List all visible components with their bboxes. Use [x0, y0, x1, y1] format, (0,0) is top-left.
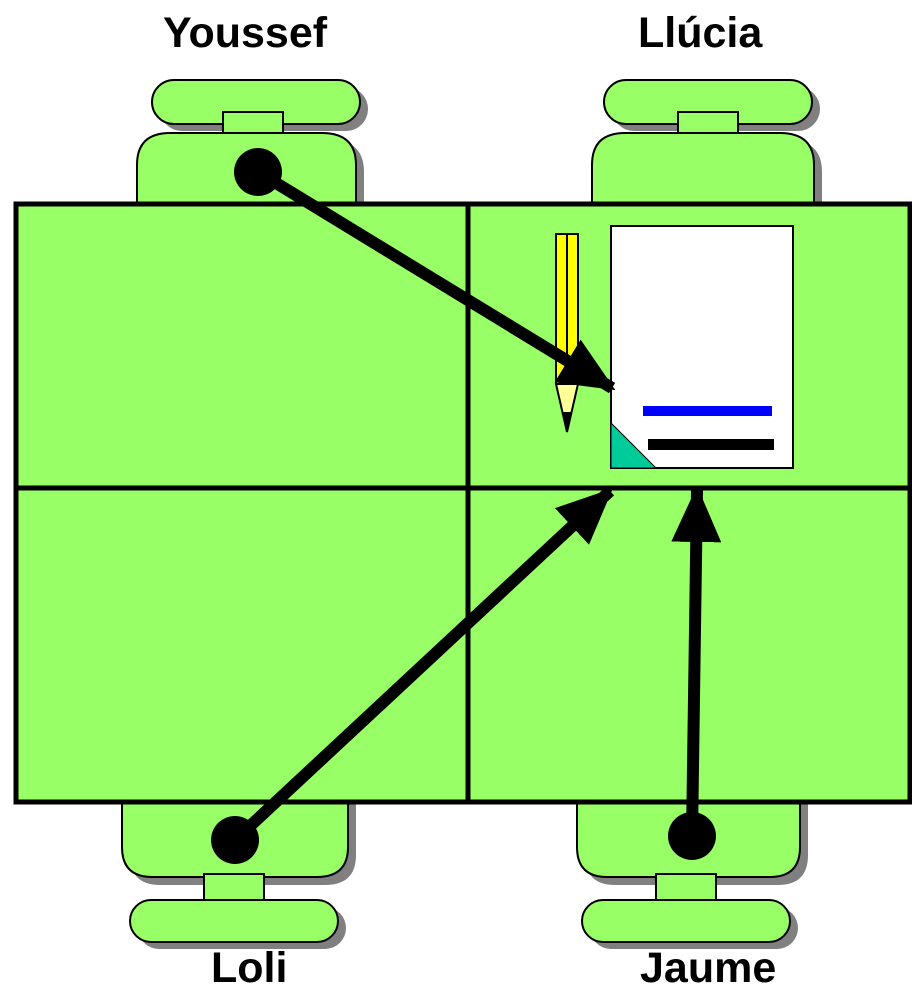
participant-label-youssef: Youssef — [163, 9, 328, 57]
arrow-youssef-to-document — [254, 166, 616, 394]
participant-label-jaume: Jaume — [640, 944, 777, 992]
dot-youssef — [234, 148, 282, 196]
arrows — [230, 166, 722, 845]
arrow-loli-to-document — [230, 486, 615, 845]
chair-loli — [121, 789, 356, 949]
arrow-jaume-to-document — [671, 486, 722, 837]
dot-loli — [211, 816, 259, 864]
chair-youssef — [136, 79, 368, 215]
participant-label-llucia: Llúcia — [638, 9, 763, 57]
pencil-icon — [554, 233, 580, 433]
dot-jaume — [668, 812, 716, 860]
chair-llucia — [591, 79, 822, 215]
shared-document-icon — [610, 225, 794, 469]
participant-label-loli: Loli — [211, 944, 288, 992]
arrow-origin-dots — [211, 148, 716, 864]
